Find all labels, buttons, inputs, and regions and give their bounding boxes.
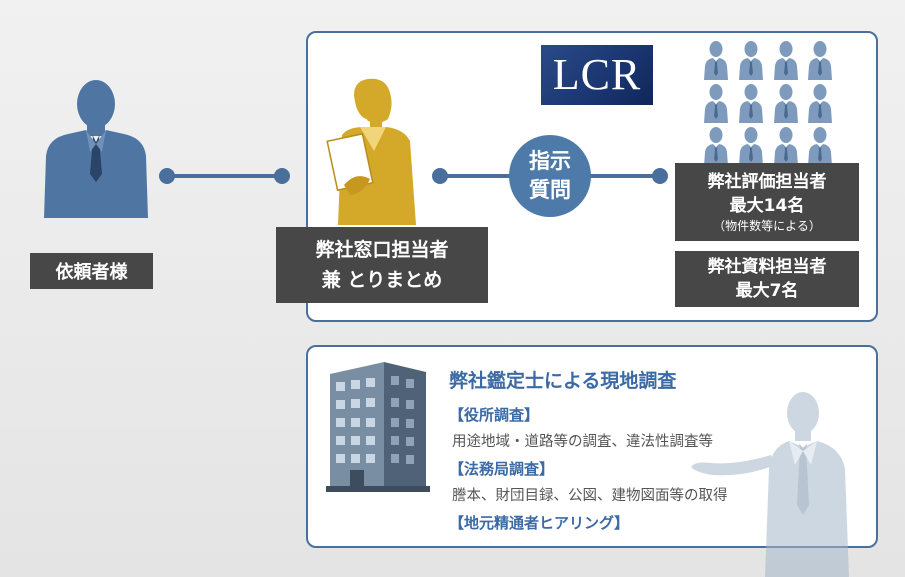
client-label-text: 依頼者様: [55, 262, 128, 283]
survey-section-detail: 用途地域・道路等の調査、違法性調査等: [452, 434, 713, 450]
staff-group-icon: [704, 41, 832, 166]
appraisers-line1: 弊社評価担当者: [707, 172, 827, 192]
survey-section-detail: 謄本、財団目録、公図、建物図面等の取得: [452, 488, 728, 504]
instruction-question-circle: 指示 質問: [509, 135, 591, 217]
connector-dot: [274, 168, 290, 184]
materials-line2: 最大7名: [735, 281, 799, 301]
client-label: 依頼者様: [30, 253, 153, 289]
materials-line1: 弊社資料担当者: [707, 257, 827, 277]
contact-person-box: 弊社窓口担当者 兼 とりまとめ: [276, 227, 488, 303]
appraisers-line2: 最大14名: [729, 196, 805, 216]
presenter-man-icon: [691, 392, 849, 577]
survey-section-heading: 【地元精通者ヒアリング】: [449, 514, 630, 532]
survey-title: 弊社鑑定士による現地調査: [449, 370, 677, 392]
circle-line1: 指示: [529, 149, 571, 173]
woman-with-document-icon: [326, 78, 416, 225]
circle-line2: 質問: [529, 178, 571, 202]
lcr-logo: LCR: [541, 45, 653, 105]
materials-box: 弊社資料担当者 最大7名: [675, 251, 859, 307]
connector-line: [166, 174, 284, 178]
contact-line2: 兼 とりまとめ: [321, 269, 443, 291]
survey-section-heading: 【役所調査】: [449, 406, 540, 424]
client-businessman-icon: [44, 80, 148, 218]
office-building-icon: [326, 362, 430, 492]
contact-line1: 弊社窓口担当者: [315, 239, 449, 261]
survey-section-heading: 【法務局調査】: [449, 460, 555, 478]
connector-dot: [652, 168, 668, 184]
appraisers-box: 弊社評価担当者 最大14名 （物件数等による）: [675, 163, 859, 241]
appraisers-note: （物件数等による）: [713, 219, 821, 233]
